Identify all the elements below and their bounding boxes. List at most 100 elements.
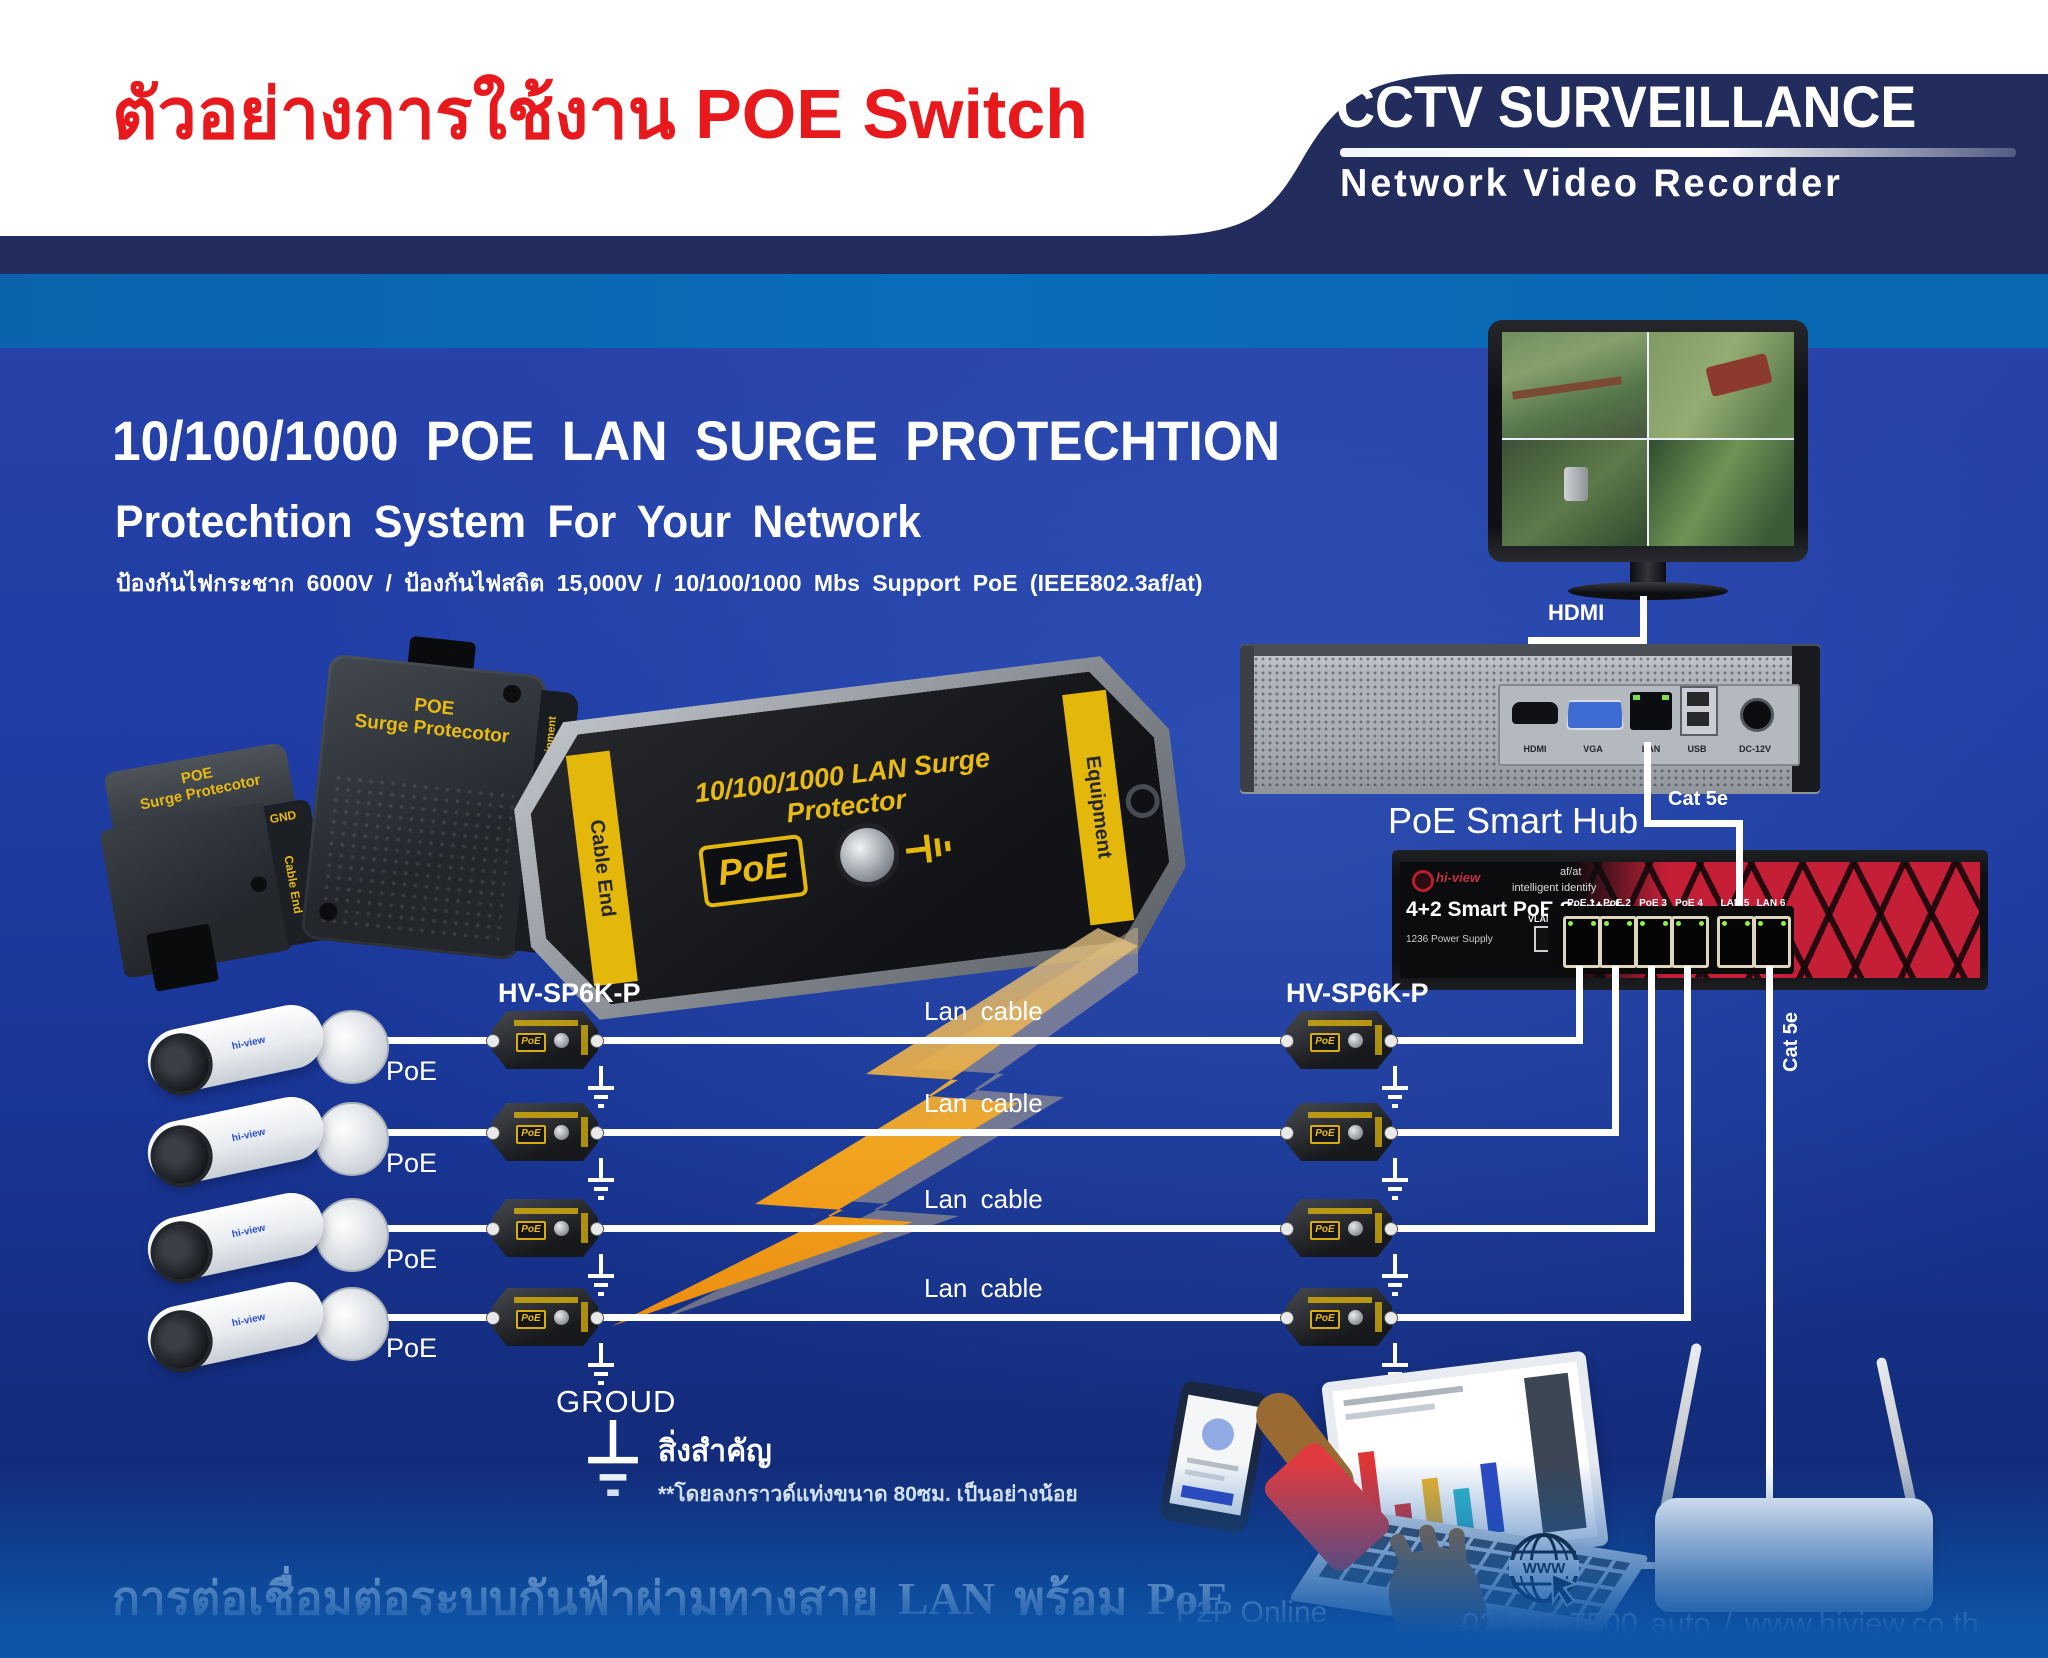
hdmi-cable (1528, 637, 1647, 644)
mini-stripe (581, 1117, 588, 1147)
ground-icon (588, 1066, 614, 1108)
mount-hole-icon (502, 683, 522, 704)
screw-icon (1348, 1033, 1363, 1048)
poe-label-4: PoE (386, 1333, 438, 1363)
camera-logo: hi-view (230, 1222, 267, 1241)
poe-badge: PoE (516, 1221, 546, 1240)
cctv-quadrant-4 (1648, 439, 1794, 546)
led-icon (1633, 695, 1640, 700)
hub-port-label: LAN 5 (1720, 898, 1750, 909)
mini-body: PoE (492, 1011, 598, 1069)
hub-port-label: PoE 3 (1639, 898, 1667, 909)
brand-subtitle: Network Video Recorder (1340, 162, 1843, 205)
ui-button (1180, 1484, 1234, 1506)
ground-icon (1382, 1066, 1408, 1108)
surge-protector-mini: PoE (1280, 1011, 1398, 1069)
surge-protector-mini: PoE (486, 1199, 604, 1257)
mount-ear-icon (486, 1034, 500, 1048)
led-icon (1663, 921, 1668, 926)
camera-mount (315, 1287, 389, 1361)
mini-body: PoE (1286, 1103, 1392, 1161)
mini-stripe (581, 1025, 588, 1055)
mount-ear-icon (1280, 1126, 1294, 1140)
camera-mount (315, 1010, 389, 1084)
mount-ear-icon (486, 1222, 500, 1236)
lan-port-label: LAN (1641, 744, 1661, 754)
vlan-label: VLAN (1528, 914, 1553, 924)
hdmi-cable (1640, 596, 1647, 644)
mini-body: PoE (1286, 1288, 1392, 1346)
ground-icon (1382, 1254, 1408, 1296)
mini-title-strip (514, 1208, 578, 1214)
hub-spec-sub: intelligent identify (1512, 882, 1597, 894)
surge-protector-mini: PoE (486, 1103, 604, 1161)
mini-stripe (1375, 1025, 1382, 1055)
hub-port-poe3 (1635, 916, 1673, 968)
ip-camera-1: hi-view (141, 988, 395, 1102)
surge-group-label-right: HV-SP6K-P (1286, 978, 1429, 1008)
led-icon (1676, 921, 1681, 926)
screw-icon (554, 1033, 569, 1048)
lightning-bolt-icon (612, 928, 1138, 1326)
chart-bar (1480, 1462, 1505, 1534)
barrel-shape (1564, 467, 1588, 501)
poe-label-3: PoE (386, 1244, 438, 1274)
mount-ear-icon (1280, 1222, 1294, 1236)
nvr-top-edge (1240, 644, 1820, 656)
lan-port (1630, 692, 1672, 730)
ground-title: GROUD (556, 1384, 677, 1419)
hdmi-port-label: HDMI (1523, 744, 1547, 754)
hub-port-label: LAN 6 (1756, 898, 1786, 909)
mount-ear-icon (1280, 1034, 1294, 1048)
monitor-base (1568, 582, 1728, 600)
poe-label-2: PoE (386, 1148, 438, 1178)
poe-badge: PoE (516, 1125, 546, 1144)
led-icon (1604, 921, 1609, 926)
ground-icon-large (588, 1420, 638, 1496)
page-title: ตัวอย่างการใช้งาน POE Switch (112, 75, 1088, 153)
led-icon (1758, 921, 1763, 926)
hub-port-poe4 (1671, 916, 1709, 968)
led-icon (1627, 921, 1632, 926)
lan-surge-protector-device: Cable End Equipment 10/100/1000 LAN Surg… (504, 649, 1196, 1027)
camera-logo: hi-view (230, 1034, 267, 1053)
hub-port-label: PoE 1 (1567, 898, 1595, 909)
led-icon (1722, 921, 1727, 926)
ground-note-title: สิ่งสำคัญ (658, 1435, 772, 1468)
camera-lens-icon (144, 1304, 219, 1379)
cat5e-label: Cat 5e (1668, 788, 1729, 810)
led-icon (1745, 921, 1750, 926)
usb-port-label: USB (1687, 744, 1707, 754)
vga-port-label: VGA (1583, 744, 1603, 754)
hub-drop-cable-4 (1684, 966, 1691, 1321)
hero-headline: 10/100/1000 POE LAN SURGE PROTECHTION (112, 409, 1281, 472)
hub-spec-top: af/at (1560, 866, 1582, 878)
hub-port-lan6 (1753, 916, 1791, 968)
brand-title: CCTV SURVEILLANCE (1336, 75, 1917, 140)
ground-icon (588, 1158, 614, 1200)
led-icon (1781, 921, 1786, 926)
camera-logo: hi-view (230, 1311, 267, 1330)
mini-body: PoE (492, 1288, 598, 1346)
footer-caption: การต่อเชื่อมต่อระบบกันฟ้าผ่ามทางสาย LAN … (112, 1573, 1229, 1624)
ground-note: **โดยลงกราวด์แท่งขนาด 80ซม. เป็นอย่างน้อ… (658, 1483, 1078, 1506)
mount-ear-icon (590, 1222, 604, 1236)
rj45-slot (145, 923, 220, 992)
led-icon (1699, 921, 1704, 926)
screw-icon (1348, 1310, 1363, 1325)
ground-icon (1382, 1343, 1408, 1385)
dc-port-label: DC-12V (1738, 744, 1771, 754)
surge-protector-mini: PoE (486, 1288, 604, 1346)
mini-title-strip (1308, 1020, 1372, 1026)
mini-body: PoE (1286, 1199, 1392, 1257)
hdmi-port (1512, 702, 1558, 724)
vga-port (1566, 700, 1624, 730)
hub-port-label: PoE 2 (1603, 898, 1631, 909)
mini-title-strip (1308, 1208, 1372, 1214)
mini-stripe (1375, 1302, 1382, 1332)
mount-ear-icon (1280, 1311, 1294, 1325)
led-icon (1568, 921, 1573, 926)
camera-logo: hi-view (230, 1126, 267, 1145)
mini-title-strip (514, 1297, 578, 1303)
brand-divider (1340, 148, 2016, 157)
